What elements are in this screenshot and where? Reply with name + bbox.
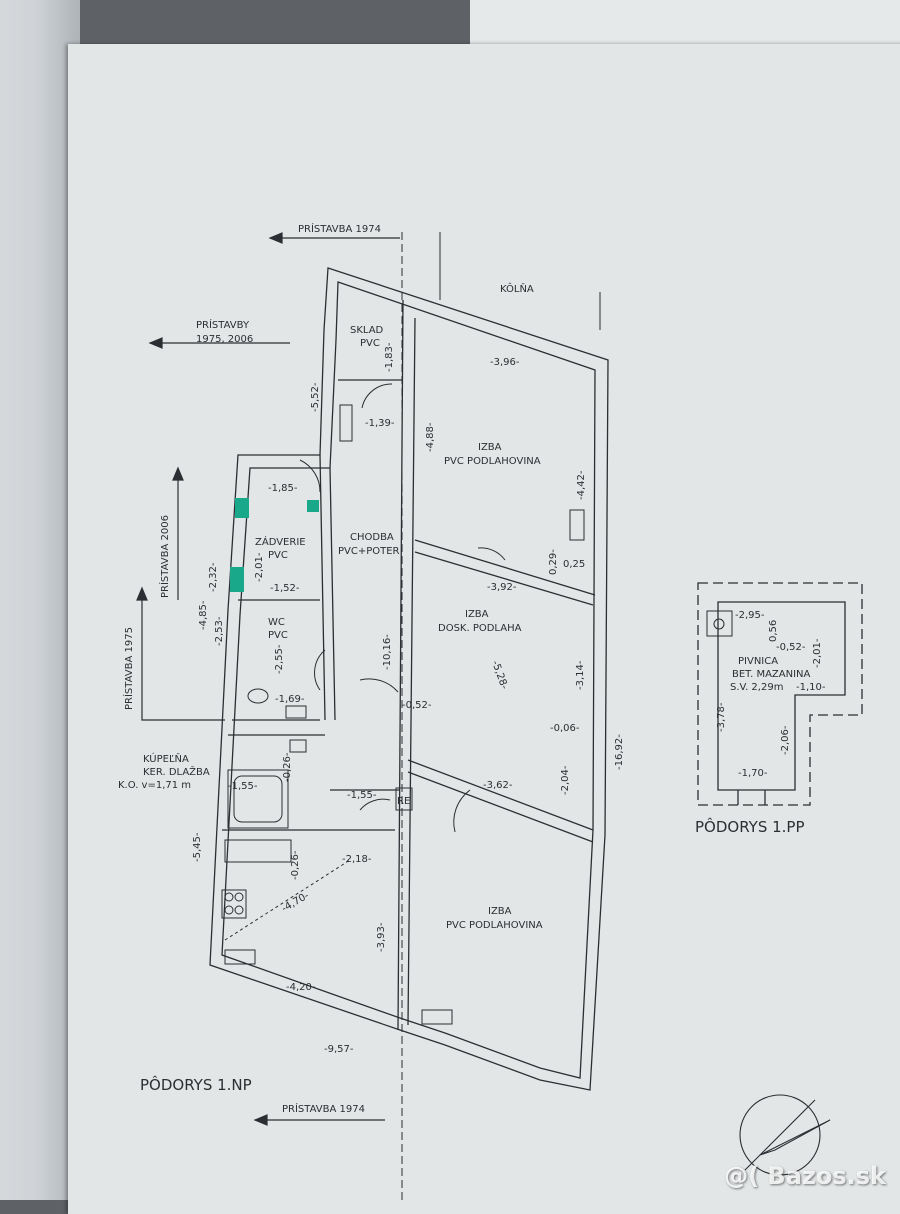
dim-0-06: -0,06-	[550, 723, 580, 734]
pp-dim-1-70: -1,70-	[738, 768, 768, 779]
label-pivnica: PIVNICA	[738, 656, 778, 667]
dim-3-62: -3,62-	[483, 780, 513, 791]
title-podorys-1pp: PÔDORYS 1.PP	[695, 817, 805, 836]
door-swings	[299, 383, 506, 833]
label-izba-1-floor: PVC PODLAHOVINA	[444, 456, 541, 467]
pp-dim-3-78: -3,78-	[716, 702, 727, 732]
label-kolna: KÔLŇA	[500, 282, 534, 295]
north-arrow-compass	[739, 1094, 831, 1176]
dim-2-04: -2,04-	[560, 765, 571, 795]
label-izba-3-floor: PVC PODLAHOVINA	[446, 920, 543, 931]
label-pristavby-years: 1975, 2006	[196, 334, 253, 345]
dim-0-29: 0,29-	[548, 549, 559, 575]
fixtures	[221, 404, 733, 1025]
pp-dim-2-95: -2,95-	[735, 610, 765, 621]
dim-3-93: -3,93-	[376, 922, 387, 952]
dim-4-70: -4,70-	[280, 890, 311, 914]
pp-dim-1-10: -1,10-	[796, 682, 826, 693]
dim-2-32: -2,32-	[208, 562, 219, 592]
dim-16-92: -16,92-	[614, 734, 625, 770]
dim-2-55: -2,55-	[274, 644, 285, 674]
pp-dim-0-56: 0,56	[768, 620, 779, 642]
dim-2-53: -2,53-	[214, 616, 225, 646]
label-chodba: CHODBA	[350, 532, 394, 543]
dim-3-92: -3,92-	[487, 582, 517, 593]
bazos-watermark: @( Bazos.sk	[724, 1162, 886, 1190]
label-pivnica-sv: S.V. 2,29m	[730, 682, 783, 693]
label-kupelna-note: K.O. v=1,71 m	[118, 780, 191, 791]
dim-2-18: -2,18-	[342, 854, 372, 865]
label-kupelna-floor: KER. DLAŽBA	[143, 765, 210, 778]
label-izba-2: IZBA	[465, 609, 489, 620]
dim-10-16: -10,16-	[382, 634, 393, 670]
kitchen-dashed-line	[224, 859, 351, 941]
label-pristavba-1974-top: PRÍSTAVBA 1974	[298, 222, 381, 235]
label-izba-2-floor: DOSK. PODLAHA	[438, 623, 522, 634]
floor-plan-sheet: PRÍSTAVBA 1974 KÔLŇA PRÍSTAVBY 1975, 200…	[68, 44, 900, 1214]
dim-1-39: -1,39-	[365, 418, 395, 429]
room-labels: PRÍSTAVBA 1974 KÔLŇA PRÍSTAVBY 1975, 200…	[118, 222, 811, 1115]
dim-1-83: -1,83-	[384, 342, 395, 372]
dim-0-26-b: -0,26-	[290, 850, 301, 880]
floor-plan-drawing: PRÍSTAVBA 1974 KÔLŇA PRÍSTAVBY 1975, 200…	[118, 222, 863, 1200]
dim-1-52: -1,52-	[270, 583, 300, 594]
dim-4-85: -4,85-	[198, 600, 209, 630]
label-kupelna: KÚPEĽŇA	[143, 752, 189, 765]
pp-dim-2-01: -2,01-	[812, 638, 823, 668]
label-izba-1: IZBA	[478, 442, 502, 453]
teal-window-blocks	[230, 498, 319, 592]
dim-1-85: -1,85-	[268, 483, 298, 494]
label-pristavby: PRÍSTAVBY	[196, 318, 250, 331]
annotation-arrows	[136, 232, 400, 1126]
dim-9-57: -9,57-	[324, 1044, 354, 1055]
basement-plan-walls	[697, 582, 863, 806]
label-wc: WC	[268, 617, 285, 628]
dim-4-20: -4,20-	[286, 982, 316, 993]
dim-5-45: -5,45-	[192, 832, 203, 862]
label-re: RE	[397, 796, 410, 807]
pp-dim-2-06: -2,06-	[780, 725, 791, 755]
dim-3-96: -3,96-	[490, 357, 520, 368]
label-wc-floor: PVC	[268, 630, 288, 641]
pp-dim-0-52: -0,52-	[776, 642, 806, 653]
label-izba-3: IZBA	[488, 906, 512, 917]
dim-1-55-a: -1,55-	[228, 781, 258, 792]
label-pristavba-2006: PRÍSTAVBA 2006	[158, 515, 171, 598]
overlapping-page-corner	[470, 0, 900, 50]
label-zadverie: ZÁDVERIE	[255, 535, 306, 548]
dim-4-88: -4,88-	[425, 422, 436, 452]
label-pivnica-floor: BET. MAZANINA	[732, 669, 811, 680]
dim-1-69: -1,69-	[275, 694, 305, 705]
dimension-labels: -5,52- -1,83- -1,39- -3,96- -4,88- -4,42…	[192, 342, 826, 1055]
dim-5-52: -5,52-	[310, 382, 321, 412]
label-pristavba-1974-bottom: PRÍSTAVBA 1974	[282, 1102, 365, 1115]
label-sklad-floor: PVC	[360, 338, 380, 349]
label-pristavba-1975: PRÍSTAVBA 1975	[122, 627, 135, 710]
title-podorys-1np: PÔDORYS 1.NP	[140, 1075, 252, 1094]
dim-5-28: -5,28-	[489, 659, 510, 691]
dim-0-52: -0,52-	[402, 700, 432, 711]
dim-4-42: -4,42-	[576, 470, 587, 500]
wall-lines	[209, 232, 609, 1200]
dim-0-25: 0,25	[563, 559, 585, 570]
dim-2-01: -2,01-	[254, 552, 265, 582]
dim-1-55-b: -1,55-	[347, 790, 377, 801]
label-sklad: SKLAD	[350, 325, 384, 336]
dim-3-14: -3,14-	[575, 660, 586, 690]
dim-0-26-a: -0,26-	[282, 752, 293, 782]
label-zadverie-floor: PVC	[268, 550, 288, 561]
label-chodba-floor: PVC+POTER	[338, 546, 400, 557]
underlying-page-edge	[0, 0, 80, 1200]
